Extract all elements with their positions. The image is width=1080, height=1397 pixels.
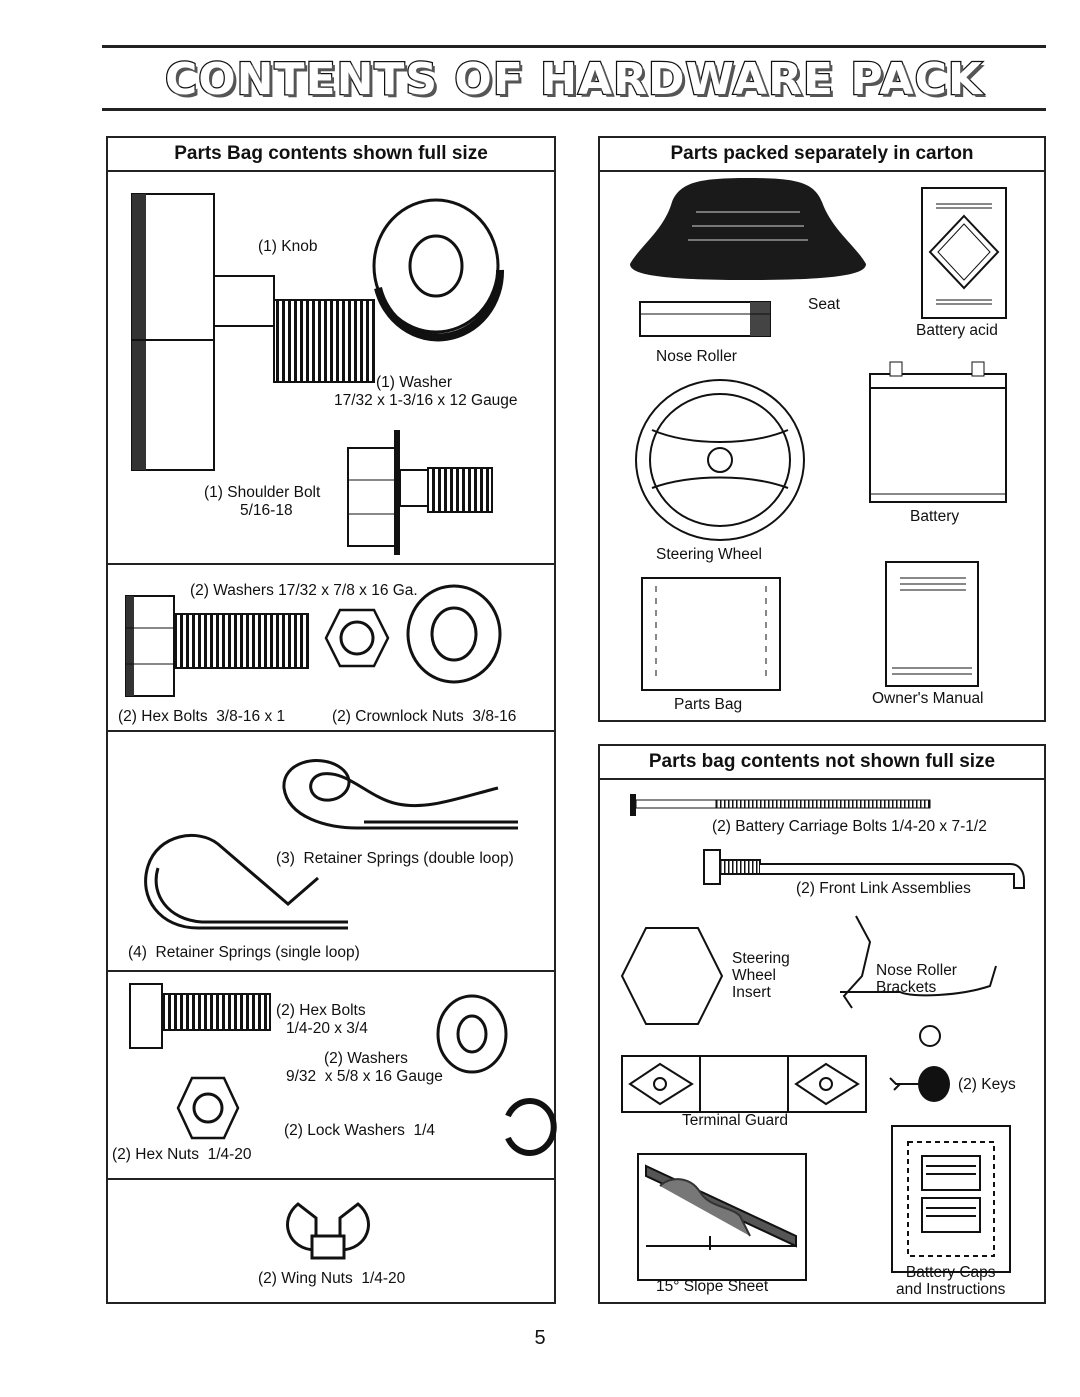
hex-nuts-label: (2) Hex Nuts 1/4-20 (112, 1146, 252, 1163)
steering-insert-illustration (620, 927, 724, 1025)
battery-acid-illustration (921, 187, 1007, 319)
owners-manual-illustration (885, 561, 979, 687)
washers-5-8-label: (2) Washers (324, 1050, 408, 1067)
panel-title: Parts Bag contents shown full size (108, 138, 554, 172)
carriage-bolt-illustration (630, 794, 931, 816)
shoulder-bolt-size: 5/16-18 (240, 502, 293, 519)
washers-5-8-size: 9/32 x 5/8 x 16 Gauge (286, 1068, 443, 1085)
panel-title: Parts bag contents not shown full size (600, 746, 1044, 780)
steering-insert-label: Steering Wheel Insert (732, 950, 790, 1001)
knob-illustration (131, 193, 375, 471)
left-panel-illustrations (125, 193, 557, 1260)
front-link-illustration (703, 849, 1025, 889)
section-divider (108, 730, 554, 732)
parts-bag-full-size-panel: Parts Bag contents shown full size (106, 136, 557, 1304)
slope-sheet-illustration (637, 1153, 807, 1281)
shoulder-bolt-label: (1) Shoulder Bolt (204, 484, 321, 501)
battery-caps-illustration (891, 1125, 1011, 1273)
title-rule-top (102, 45, 1046, 48)
panel-title: Parts packed separately in carton (600, 138, 1044, 172)
carton-panel: Parts packed separately in carton (598, 136, 1046, 722)
section-divider (108, 563, 554, 565)
hex-bolts-1-4-label: (2) Hex Bolts (276, 1002, 366, 1019)
lock-washers-label: (2) Lock Washers 1/4 (284, 1122, 436, 1139)
section-divider (108, 970, 554, 972)
battery-label: Battery (910, 508, 960, 525)
parts-bag-label: Parts Bag (674, 696, 743, 713)
hex-bolt-1-4-illustration (129, 983, 271, 1049)
knob-label: (1) Knob (258, 238, 318, 255)
crownlock-nut-illustration (324, 608, 390, 668)
shoulder-bolt-illustration (347, 430, 493, 555)
title-rule-bottom (102, 108, 1046, 111)
seat-label: Seat (808, 296, 840, 313)
hex-bolts-1-4-size: 1/4-20 x 3/4 (286, 1020, 368, 1037)
hex-bolt-3-8-illustration (125, 595, 309, 697)
battery-acid-label: Battery acid (916, 322, 998, 339)
slope-sheet-label: 15° Slope Sheet (656, 1278, 769, 1295)
parts-bag-illustration (641, 577, 781, 691)
battery-illustration (869, 361, 1007, 503)
hex-bolts-3-8-label: (2) Hex Bolts 3/8-16 x 1 (118, 708, 286, 725)
washer-large-illustration (372, 198, 505, 342)
steering-wheel-label: Steering Wheel (656, 546, 762, 563)
carriage-bolts-label: (2) Battery Carriage Bolts 1/4-20 x 7-1/… (712, 818, 987, 835)
nose-roller-brackets-label: Nose Roller Brackets (876, 962, 957, 996)
owners-manual-label: Owner's Manual (872, 690, 984, 707)
steering-wheel-illustration (635, 379, 805, 541)
wing-nuts-label: (2) Wing Nuts 1/4-20 (258, 1270, 406, 1287)
keys-label: (2) Keys (958, 1076, 1016, 1093)
key-illustration (889, 1066, 950, 1102)
page-number: 5 (534, 1327, 546, 1349)
front-link-label: (2) Front Link Assemblies (796, 880, 971, 897)
wing-nut-illustration (286, 1202, 370, 1260)
terminal-guard-label: Terminal Guard (682, 1112, 788, 1129)
not-full-size-panel: Parts bag contents not shown full size (598, 744, 1046, 1304)
page-title: CONTENTS OF HARDWARE PACK (164, 53, 984, 107)
terminal-guard-illustration (621, 1055, 867, 1113)
retainer-spring-single-illustration (144, 834, 348, 930)
washer-size: 17/32 x 1-3/16 x 12 Gauge (334, 392, 518, 409)
crownlock-nuts-label: (2) Crownlock Nuts 3/8-16 (332, 708, 517, 725)
not-full-size-illustrations (620, 794, 1025, 1281)
nose-roller-label: Nose Roller (656, 348, 737, 365)
nose-roller-illustration (639, 301, 771, 337)
hex-nut-1-4-illustration (176, 1076, 240, 1140)
retainer-double-label: (3) Retainer Springs (double loop) (276, 850, 514, 867)
nose-roller-bracket-illustration (840, 915, 997, 1047)
washers-7-8-label: (2) Washers 17/32 x 7/8 x 16 Ga. (190, 582, 418, 599)
retainer-single-label: (4) Retainer Springs (single loop) (128, 944, 360, 961)
lock-washer-illustration (505, 1098, 557, 1156)
battery-caps-label: Battery Caps and Instructions (896, 1264, 1006, 1298)
section-divider (108, 1178, 554, 1180)
retainer-spring-double-illustration (282, 759, 518, 830)
carton-illustrations (630, 178, 1007, 691)
washer-7-8-illustration (406, 584, 502, 684)
washer-label: (1) Washer (376, 374, 453, 391)
washer-5-8-illustration (436, 994, 508, 1074)
seat-illustration (630, 178, 866, 280)
